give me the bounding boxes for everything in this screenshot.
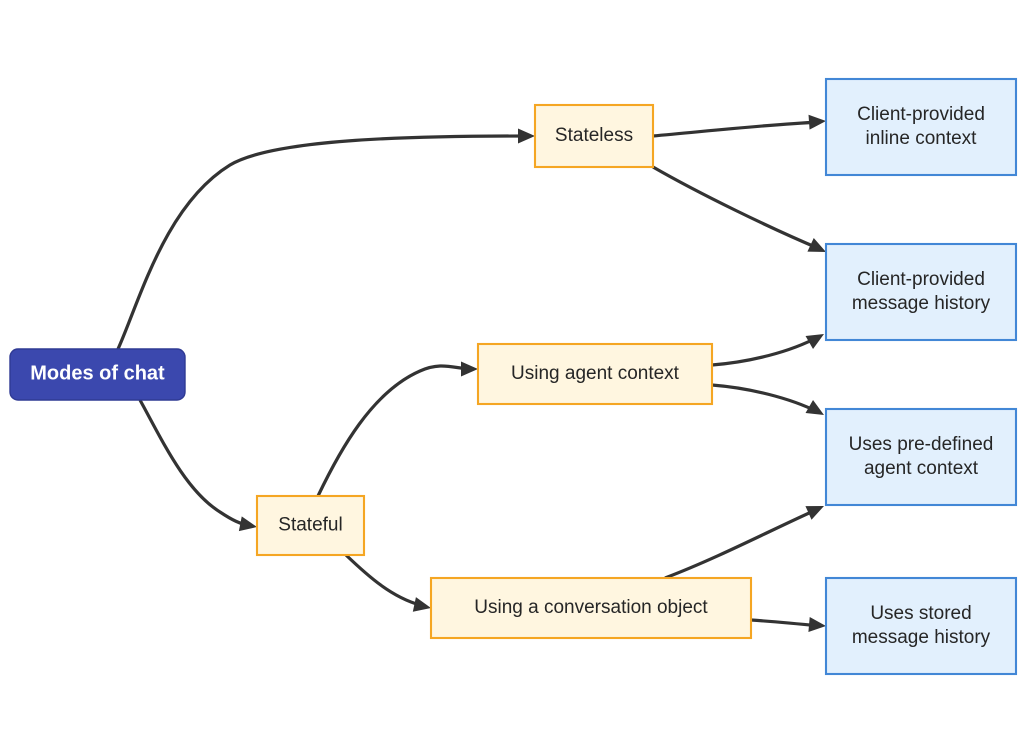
node-label-line: message history xyxy=(852,627,991,648)
arrow-head-icon xyxy=(805,506,824,520)
node-conversation-object[interactable]: Using a conversation object xyxy=(429,576,753,640)
edge-line xyxy=(316,364,473,497)
node-label: Stateful xyxy=(278,515,342,536)
node-box[interactable] xyxy=(533,103,655,169)
node-label-line: inline context xyxy=(866,128,978,149)
node-label-line: message history xyxy=(852,293,991,314)
edge-conversation-object-to-stored xyxy=(750,617,826,632)
edge-line xyxy=(138,399,252,528)
arrow-head-icon xyxy=(518,128,535,144)
edge-root-to-stateful xyxy=(138,399,257,532)
node-label-line: Using a conversation object xyxy=(474,597,708,618)
edge-stateless-to-message-history xyxy=(652,165,826,252)
edge-stateful-to-agent-context xyxy=(316,361,478,497)
node-box[interactable] xyxy=(824,77,1018,177)
edge-stateful-to-conversation-object xyxy=(344,553,431,612)
node-label-line: Uses stored xyxy=(870,603,971,624)
node-message-history[interactable]: Client-provided message history xyxy=(824,242,1018,342)
arrow-head-icon xyxy=(805,400,824,415)
arrow-head-icon xyxy=(808,114,826,130)
node-box[interactable] xyxy=(824,242,1018,342)
node-box[interactable] xyxy=(476,342,714,406)
node-label: Uses pre-defined agent context xyxy=(849,434,994,479)
edge-line xyxy=(652,120,821,138)
edge-line xyxy=(652,165,821,251)
node-label-line: Client-provided xyxy=(857,269,985,290)
node-agent-context[interactable]: Using agent context xyxy=(476,342,714,406)
node-label: Uses stored message history xyxy=(852,603,991,648)
node-label-line: Client-provided xyxy=(857,104,985,125)
edges-layer xyxy=(116,114,826,632)
node-box[interactable] xyxy=(824,407,1018,507)
edge-line xyxy=(711,335,819,367)
node-label: Using agent context xyxy=(511,363,680,384)
arrow-head-icon xyxy=(805,334,824,349)
node-root[interactable]: Modes of chat xyxy=(9,348,186,401)
node-predefined-agent-context[interactable]: Uses pre-defined agent context xyxy=(824,407,1018,507)
edge-agent-context-to-predefined xyxy=(711,383,824,415)
node-label-line: agent context xyxy=(864,458,979,479)
node-label-line: Stateful xyxy=(278,515,342,536)
node-label: Stateless xyxy=(555,125,633,146)
node-inline-context[interactable]: Client-provided inline context xyxy=(824,77,1018,177)
edge-root-to-stateless xyxy=(116,128,535,350)
node-label-line: Uses pre-defined xyxy=(849,434,994,455)
node-box[interactable] xyxy=(255,494,366,557)
edge-conversation-object-to-predefined xyxy=(664,506,824,580)
arrow-head-icon xyxy=(238,516,257,532)
node-label: Client-provided message history xyxy=(852,269,991,314)
node-stateful[interactable]: Stateful xyxy=(255,494,366,557)
node-label: Using a conversation object xyxy=(474,597,708,618)
node-box[interactable] xyxy=(9,348,186,401)
edge-stateless-to-inline xyxy=(652,114,826,138)
node-label: Client-provided inline context xyxy=(857,104,985,149)
edge-line xyxy=(664,507,819,580)
arrow-head-icon xyxy=(461,361,478,377)
arrow-head-icon xyxy=(808,617,826,632)
edge-line xyxy=(344,553,426,609)
node-label-line: Stateless xyxy=(555,125,633,146)
edge-line xyxy=(711,383,819,414)
node-stored-message-history[interactable]: Uses stored message history xyxy=(824,576,1018,676)
node-box[interactable] xyxy=(429,576,753,640)
node-label: Modes of chat xyxy=(30,363,165,385)
edge-agent-context-to-message-history xyxy=(711,334,824,367)
node-stateless[interactable]: Stateless xyxy=(533,103,655,169)
arrow-head-icon xyxy=(412,597,431,612)
arrow-head-icon xyxy=(807,238,826,252)
node-label-line: Modes of chat xyxy=(30,363,165,385)
edge-line xyxy=(116,134,530,350)
node-label-line: Using agent context xyxy=(511,363,680,384)
node-box[interactable] xyxy=(824,576,1018,676)
